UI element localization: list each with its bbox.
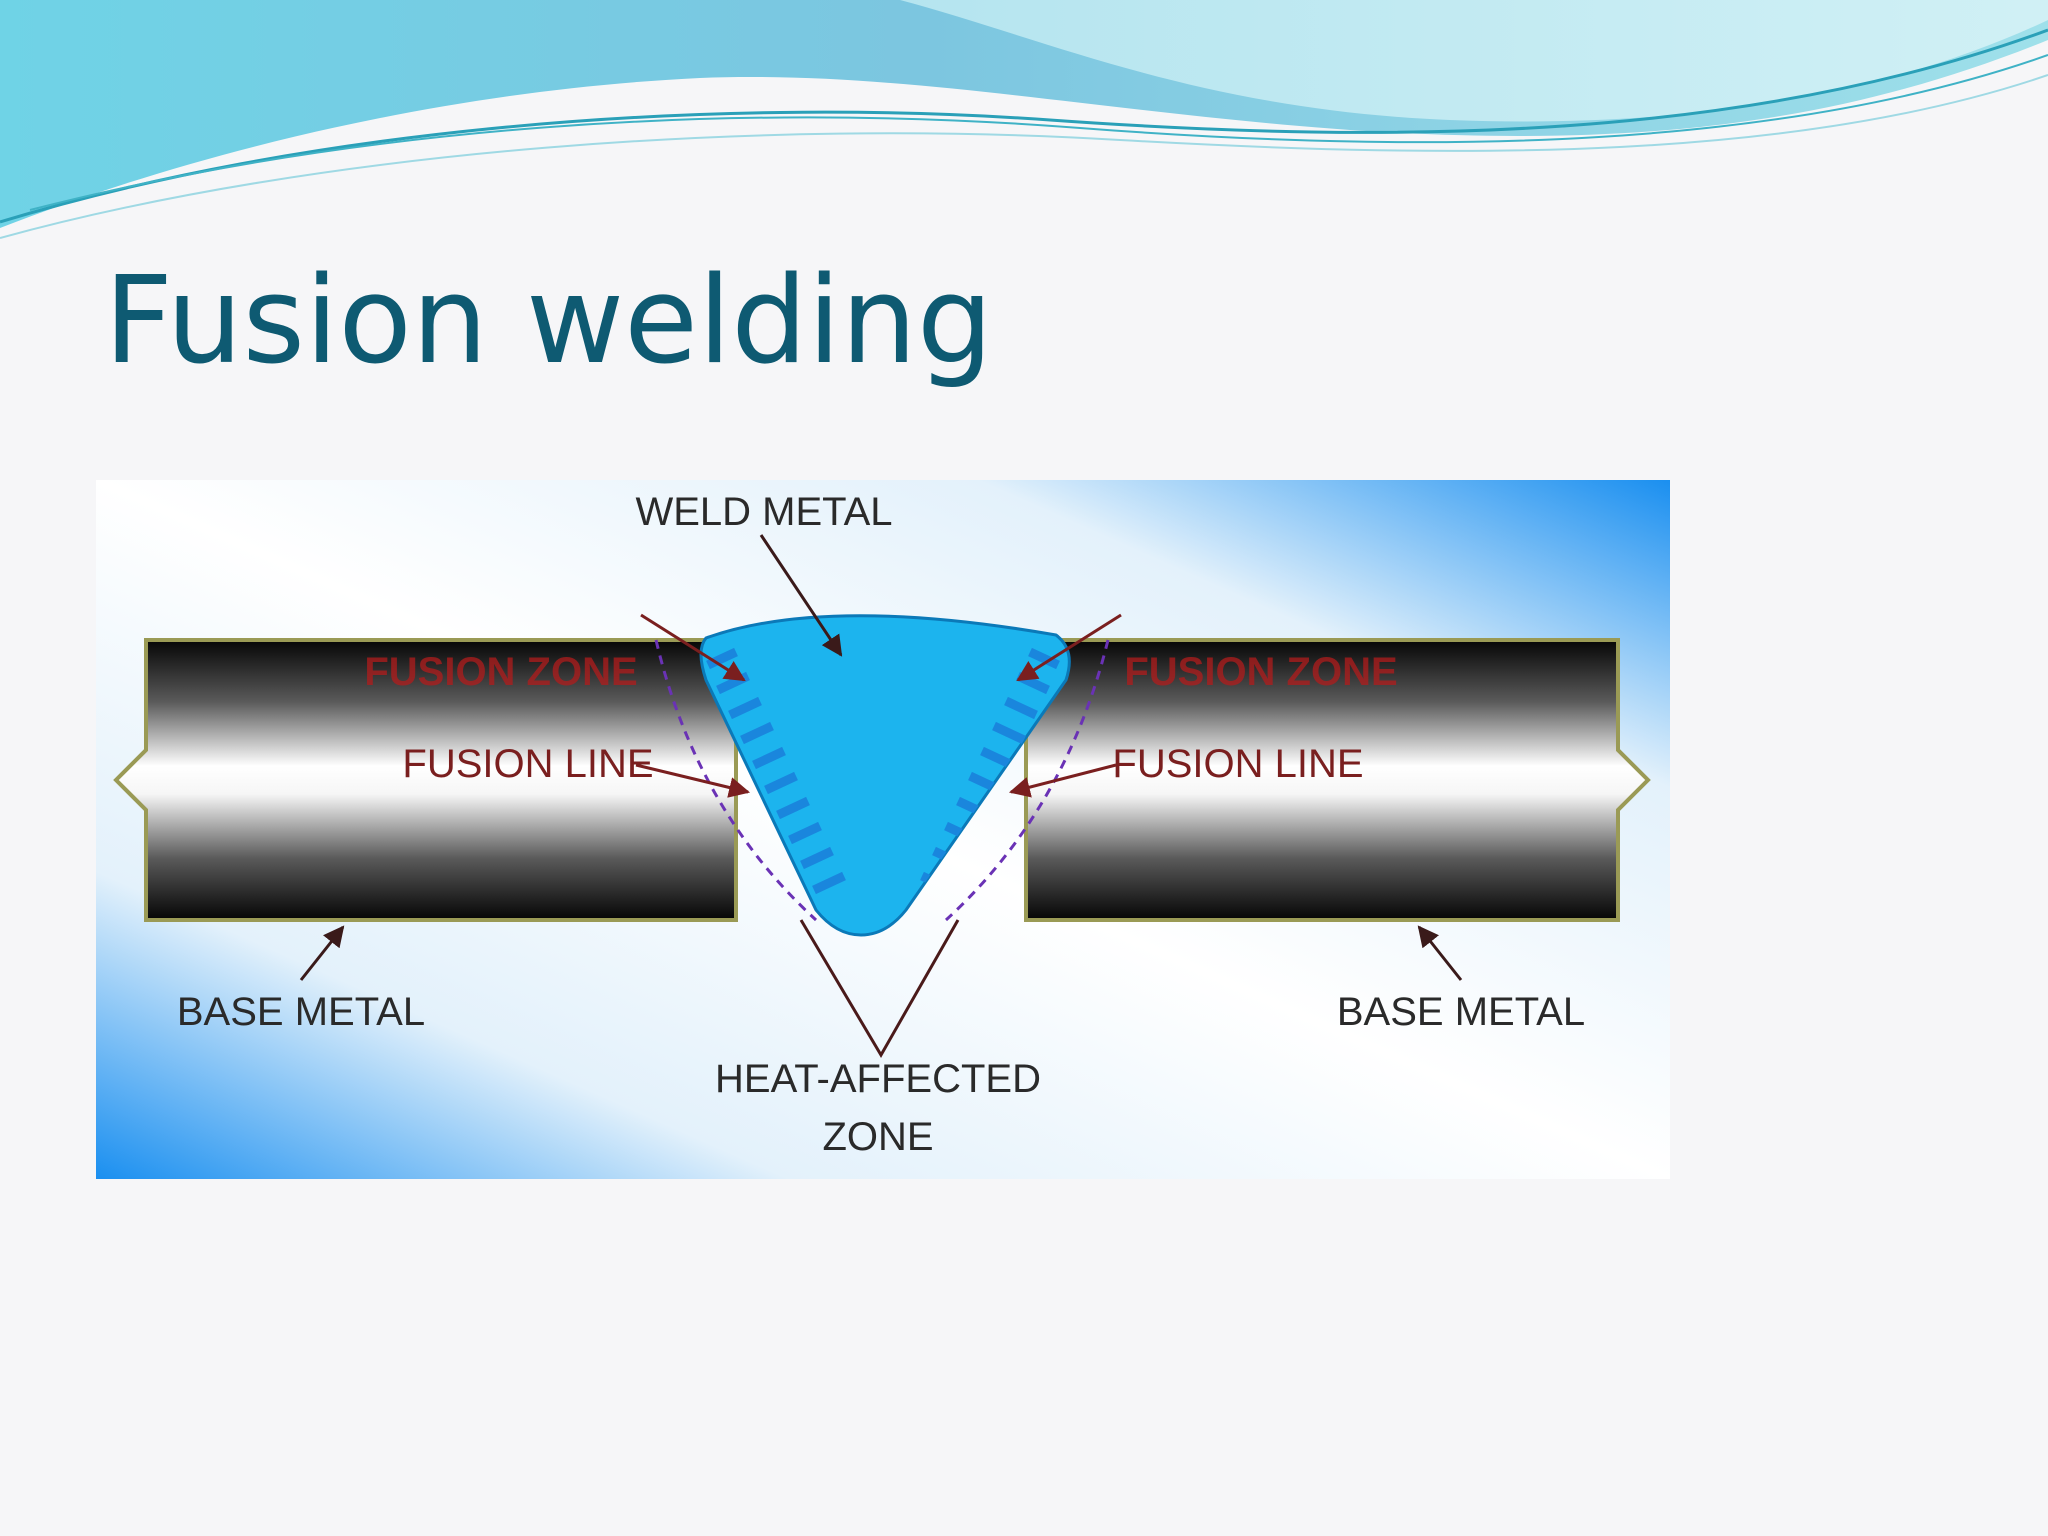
fusion-weld-diagram: WELD METAL FUSION ZONE FUSION ZONE FUSIO… [96,480,1670,1179]
weld-metal-bead [699,614,1071,937]
heat-affected-boundary-right [944,639,1110,922]
label-heat-affected-zone-line1: HEAT-AFFECTED [715,1057,1041,1101]
heat-affected-boundary-left [654,639,818,922]
label-fusion-zone-left: FUSION ZONE [364,650,637,694]
fusion-zone-left-arrow [640,613,746,682]
label-base-metal-right: BASE METAL [1337,990,1585,1034]
label-fusion-zone-right: FUSION ZONE [1124,650,1397,694]
label-heat-affected-zone-line2: ZONE [822,1115,933,1159]
base-metal-right-arrow [1417,925,1463,981]
weld-metal-arrow [759,534,843,657]
heat-affected-zone-pointer [799,919,960,1058]
label-fusion-line-left: FUSION LINE [402,742,653,786]
header-wave-decoration [0,0,2048,239]
label-base-metal-left: BASE METAL [177,990,425,1034]
fusion-line-right-arrow [1008,763,1117,798]
label-weld-metal: WELD METAL [635,490,892,534]
base-metal-right-plate [1024,638,1651,922]
fusion-line-left-arrow [635,763,751,798]
fusion-zone-right-arrow [1016,613,1122,682]
slide-title: Fusion welding [104,252,994,391]
label-fusion-line-right: FUSION LINE [1112,742,1363,786]
base-metal-left-arrow [299,925,345,981]
